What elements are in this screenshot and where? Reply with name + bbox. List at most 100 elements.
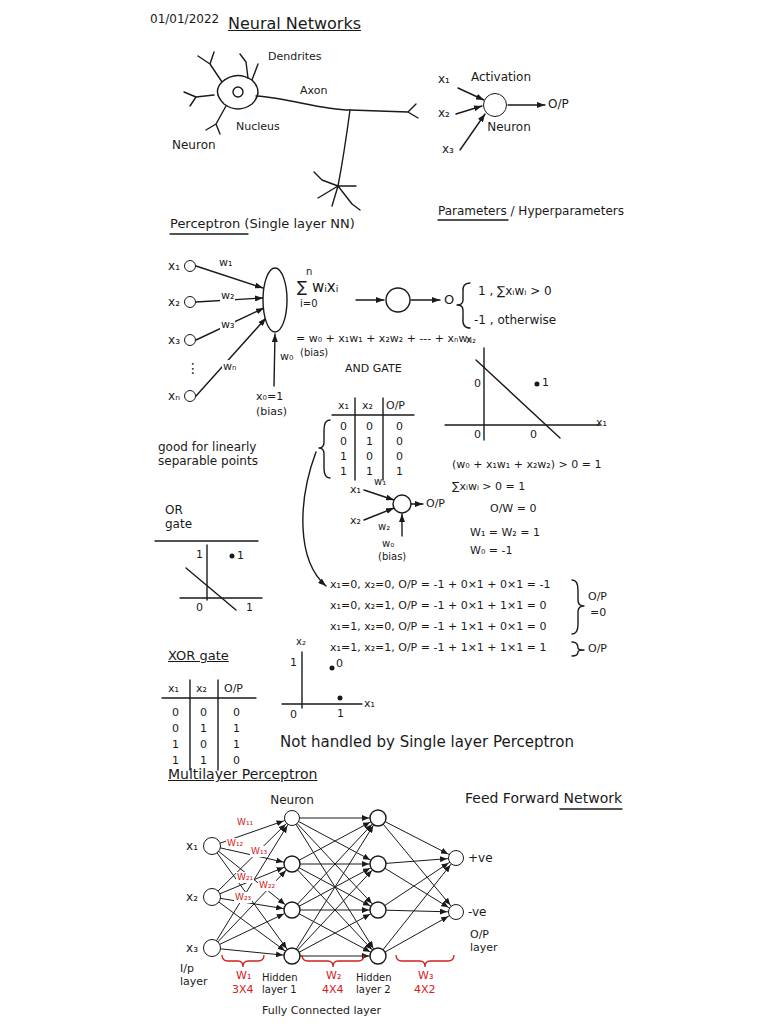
neuron-label: +ve — [468, 851, 493, 865]
layer-brace — [222, 955, 264, 967]
note-text: Hidden layer 2 — [356, 972, 412, 996]
table-rule — [217, 680, 218, 770]
table-rule — [382, 398, 383, 480]
underline — [560, 808, 622, 809]
neuron-circle: ActivationNeuron — [483, 93, 507, 117]
mlp-connection — [378, 912, 456, 956]
neuron-label: x₂ — [168, 295, 180, 309]
note-text: x₂ — [466, 334, 476, 346]
note-text: 1 — [337, 707, 344, 720]
note-text: x₁ — [168, 682, 179, 695]
neuron-label: x₃ — [186, 941, 198, 955]
note-text: 0 — [366, 420, 373, 433]
mlp-connection — [212, 818, 292, 897]
data-dot — [535, 382, 539, 386]
note-text: Dendrites — [268, 50, 322, 63]
note-text: 1 — [200, 722, 207, 735]
underline — [155, 540, 258, 541]
neuron-label: xₙ — [168, 389, 180, 403]
mlp-connection — [378, 864, 456, 912]
note-text: 1 — [340, 450, 347, 463]
neuron-label: x₁ — [168, 259, 180, 273]
note-text: 01/01/2022 — [150, 12, 219, 26]
weight-line — [196, 308, 264, 340]
neuron-label: x₃ — [168, 333, 180, 347]
note-text: (w₀ + x₁w₁ + x₂w₂) > 0 = 1 — [452, 458, 601, 471]
note-text: W₀ = -1 — [470, 544, 512, 557]
mlp-connection — [292, 818, 378, 864]
note-text: -1 , otherwise — [474, 313, 556, 327]
note-text: x₀=1 — [256, 390, 283, 403]
neuron-circle: xₙ — [184, 390, 196, 402]
note-text: Parameters / Hyperparameters — [438, 204, 624, 218]
weight-label: W₂₃ — [234, 892, 252, 903]
layer-brace — [302, 955, 364, 967]
mlp-connection — [378, 910, 456, 912]
mlp-connection — [292, 818, 378, 910]
note-text: =0 — [590, 606, 606, 619]
neuron-label: -ve — [468, 905, 487, 919]
hidden-neuron — [370, 856, 386, 872]
note-text: 0 — [474, 377, 481, 390]
mlp-connection — [292, 910, 378, 956]
note-text: x₂ — [196, 682, 207, 695]
mlp-connection — [292, 956, 378, 957]
note-text: O/W = 0 — [490, 502, 536, 515]
note-text: O/P — [588, 642, 607, 655]
note-text: 1 — [237, 549, 244, 562]
note-text: ⋮ — [186, 360, 200, 377]
table-rule — [189, 680, 190, 770]
note-text: ∑ wᵢxᵢ — [297, 278, 338, 296]
mlp-connection — [292, 818, 378, 956]
note-text: O/P — [224, 682, 243, 695]
note-text: 1 — [200, 754, 207, 767]
note-text: Not handled by Single layer Perceptron — [280, 733, 574, 751]
layer-brace — [396, 955, 454, 967]
mlp-connection — [378, 818, 456, 858]
note-text: 1 — [366, 435, 373, 448]
note-text: (bias) — [300, 347, 328, 359]
note-text: i=0 — [300, 298, 318, 310]
data-dot — [330, 666, 334, 670]
note-text: 1 — [172, 738, 179, 751]
mlp-connection — [292, 818, 378, 819]
note-text: 0 — [200, 738, 207, 751]
note-text: x₁=1, x₂=0, O/P = -1 + 1×1 + 0×1 = 0 — [330, 620, 547, 633]
mlp-connection — [212, 846, 292, 956]
weight-label: W₁₁ — [236, 817, 254, 828]
note-text: O/P — [426, 497, 445, 510]
note-text: 0 — [396, 435, 403, 448]
neuron-sketch — [393, 495, 411, 513]
neuron-circle: x₂ — [203, 888, 221, 906]
note-text: 1 — [340, 465, 347, 478]
note-text: x₁=0, x₂=1, O/P = -1 + 0×1 + 1×1 = 0 — [330, 599, 547, 612]
decision-line — [476, 360, 560, 438]
hidden-neuron — [370, 948, 386, 964]
note-text: x₁ — [596, 416, 607, 429]
note-text: 1 — [246, 601, 253, 614]
note-text: O/P — [548, 97, 569, 111]
bias-arrow — [274, 334, 275, 386]
brace — [572, 580, 584, 634]
output-arrow — [411, 503, 423, 504]
axis — [483, 348, 484, 440]
axis — [206, 545, 207, 600]
note-text: O/P — [588, 590, 607, 603]
note-text: Multilayer Perceptron — [168, 766, 317, 783]
note-text: 1 — [396, 465, 403, 478]
neuron-label: x₂ — [186, 890, 198, 904]
neuron-circle: x₂ — [184, 296, 196, 308]
note-text: w₁ — [374, 476, 386, 488]
note-text: O/P — [386, 399, 405, 412]
neuron-label: Neuron — [487, 120, 531, 134]
note-text: w₀ — [280, 350, 293, 363]
neuron-label: x₁ — [186, 839, 198, 853]
underline — [438, 219, 508, 220]
note-text: w₁ — [218, 256, 233, 269]
neuron-circle: x₃ — [184, 334, 196, 346]
note-text: I/p layer — [180, 962, 220, 988]
note-text: (bias) — [378, 551, 406, 563]
note-text: 0 — [340, 420, 347, 433]
weight-label: W₁ — [236, 969, 251, 982]
